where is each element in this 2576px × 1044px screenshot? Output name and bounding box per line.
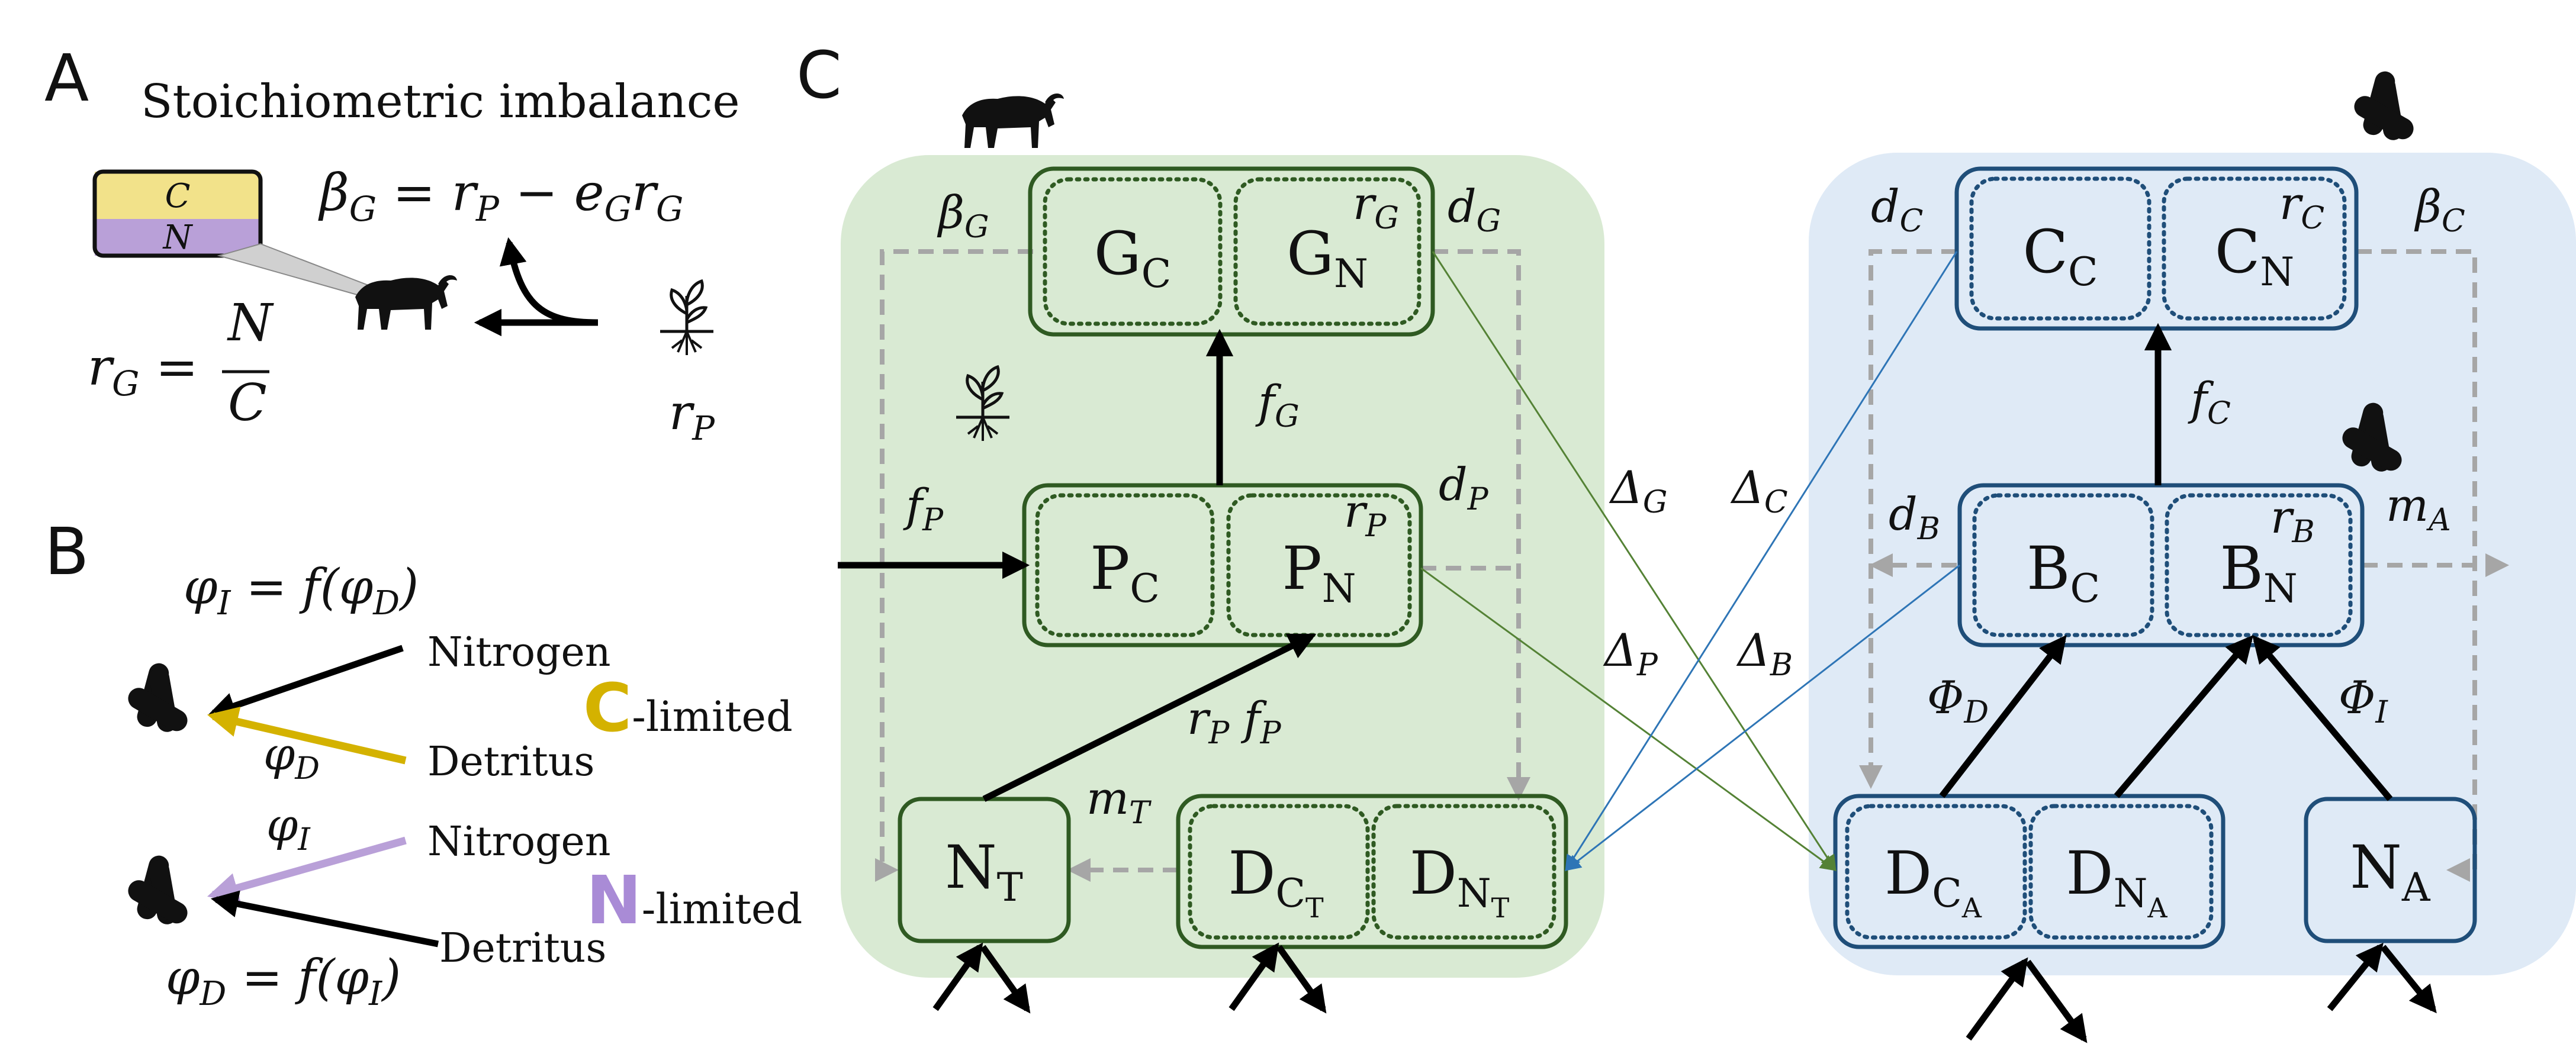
nitrogen-arrow-c-limited (208, 645, 404, 719)
na-input-arrow (2327, 942, 2384, 1011)
nt-input-arrow (932, 942, 983, 1011)
detritus-arrow-n-limited (210, 890, 439, 948)
pool-dct: DCT (1228, 839, 1324, 924)
pool-detritus-terrestrial: DCT DNT (1176, 794, 1568, 949)
pool-detritus-aquatic: DCA DNA (1833, 794, 2226, 949)
detritus-arrow-c-limited (207, 707, 407, 765)
detritus-label-2: Detritus (439, 925, 606, 972)
sym-d-g: dG (1448, 180, 1501, 239)
phi-i-label: φI (266, 798, 311, 858)
ratio-box-nitrogen (95, 219, 261, 256)
pool-bn: BN (2220, 534, 2297, 611)
sym-m-t: mT (1086, 772, 1152, 831)
sym-delta-b: ΔB (1736, 624, 1793, 683)
sym-r-c: rC (2279, 177, 2324, 236)
flow-rp-fp (982, 633, 1317, 802)
sym-delta-c: ΔC (1730, 461, 1788, 520)
sym-delta-p: ΔP (1603, 624, 1658, 683)
flow-phi-d-n (2114, 634, 2253, 798)
nitrogen-arrow-n-limited (207, 836, 407, 903)
sym-m-a: mA (2386, 479, 2451, 538)
phi-d-equation: φD = f(φI) (166, 950, 401, 1013)
ratio-box: C N (92, 169, 375, 297)
panel-c-letter: C (796, 37, 842, 113)
na-output-arrow (2380, 945, 2437, 1014)
sym-d-b: dB (1889, 488, 1940, 547)
nitrogen-label-1: Nitrogen (427, 629, 611, 676)
pool-biomass: BC BN (1957, 483, 2365, 647)
pool-dca: DCA (1884, 839, 1982, 924)
sym-delta-g: ΔG (1609, 461, 1667, 520)
nitrogen-label-2: Nitrogen (427, 819, 611, 865)
rg-denominator: C (228, 373, 267, 433)
gc-dead-to-nt-dashed (875, 249, 1033, 882)
panel-b: B φI = f(φD) Nitrogen Detritus φD C-limi… (44, 514, 802, 1013)
ratio-box-c-label: C (165, 177, 191, 215)
rg-numerator: N (227, 294, 274, 353)
pool-dnt: DNT (1410, 839, 1510, 924)
nt-output-arrow (980, 945, 1031, 1014)
panel-a-letter: A (44, 40, 89, 116)
flow-phi-d-c (1939, 634, 2067, 798)
dt-output-arrow (1276, 945, 1327, 1014)
belowground-compartment (1809, 153, 2576, 975)
bacteria-icon-top (124, 660, 192, 735)
phi-d-label: φD (263, 727, 320, 787)
panel-a: A Stoichiometric imbalance C N βG = rP −… (44, 40, 740, 448)
flow-phi-i (2252, 634, 2393, 801)
pool-na: NA (2304, 797, 2477, 943)
rp-label: rP (669, 385, 715, 448)
sym-r-g: rG (1353, 177, 1399, 236)
da-output-arrow (2025, 959, 2088, 1043)
ratio-box-n-label: N (162, 218, 194, 257)
sym-r-p: rP (1344, 485, 1387, 544)
phi-i-equation: φI = f(φD) (184, 559, 419, 623)
wildebeest-icon (962, 93, 1064, 148)
wildebeest-icon (355, 275, 457, 330)
pool-gn: GN (1287, 219, 1368, 297)
svg-text:NT: NT (945, 833, 1023, 910)
pool-gc: GC (1094, 219, 1171, 297)
ratio-box-carbon (95, 172, 261, 219)
subsidy-delta-b (1564, 564, 1960, 871)
pool-pn: PN (1282, 534, 1356, 611)
panel-b-letter: B (44, 514, 89, 589)
dt-input-arrow (1228, 942, 1279, 1011)
detritus-label-1: Detritus (427, 739, 594, 785)
svg-text:NA: NA (2350, 833, 2431, 910)
da-input-arrow (1966, 957, 2028, 1041)
cc-dead-dashed (1859, 249, 1957, 789)
sym-phi-i: ΦI (2339, 671, 2388, 730)
gn-dead-to-detritus-dashed (1433, 249, 1530, 801)
pool-bc: BC (2027, 534, 2100, 611)
bacteria-icon-bottom (124, 853, 192, 927)
panel-a-title: Stoichiometric imbalance (141, 75, 740, 128)
pool-dna: DNA (2066, 839, 2167, 924)
sym-beta-g: βG (937, 186, 989, 245)
n-limited-label: N-limited (586, 862, 802, 939)
pool-cn: CN (2215, 217, 2294, 295)
rg-equation: rG = (88, 338, 198, 404)
pool-cc: CC (2022, 217, 2098, 295)
subsidy-delta-g (1432, 251, 1837, 872)
bacteria-icon-consumer (2350, 69, 2418, 143)
sym-d-p: dP (1439, 458, 1489, 517)
panel-c: C GC GN PC PN (796, 37, 2576, 1043)
subsidy-delta-p (1420, 567, 1837, 871)
sym-beta-c: βC (2414, 180, 2465, 239)
sym-r-b: rB (2271, 491, 2315, 550)
sym-phi-d: ΦD (1927, 671, 1989, 730)
excretion-arrow (499, 237, 599, 326)
pool-pc: PC (1090, 534, 1160, 611)
pool-nt: NT (898, 797, 1071, 943)
cn-to-na-dashed (2356, 249, 2477, 882)
sym-d-c: dC (1871, 180, 1923, 239)
plant-icon (660, 281, 713, 355)
beta-g-equation: βG = rP − eGrG (318, 163, 683, 229)
subsidy-delta-c (1565, 251, 1958, 872)
c-limited-label: C-limited (583, 670, 793, 747)
